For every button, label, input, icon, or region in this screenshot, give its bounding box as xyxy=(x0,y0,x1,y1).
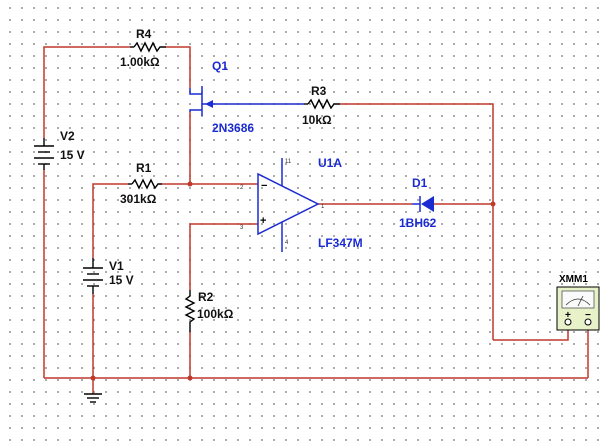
multimeter-xmm1[interactable]: XMM1 + − xyxy=(556,274,600,331)
u1a-ref: U1A xyxy=(318,156,342,170)
d1-ref: D1 xyxy=(412,176,428,190)
xmm1-minus-sign: − xyxy=(585,310,591,321)
q1-ref: Q1 xyxy=(212,59,228,73)
junction-rail-v1 xyxy=(90,375,96,381)
r2-zigzag xyxy=(184,295,196,332)
opamp-pin-1-label: 1 xyxy=(321,204,325,210)
xmm1-display xyxy=(561,290,595,309)
opamp-minus-sign: − xyxy=(261,180,267,192)
r4-zigzag xyxy=(133,41,166,53)
r1-zigzag xyxy=(131,178,162,190)
wires xyxy=(43,46,589,394)
resistor-r2[interactable]: R2 100kΩ xyxy=(184,290,234,332)
r4-value: 1.00kΩ xyxy=(120,55,160,69)
d1-model: 1BH62 xyxy=(399,216,437,230)
v2-value: 15 V xyxy=(60,148,85,162)
q1-source xyxy=(189,109,202,112)
q1-drain xyxy=(189,88,202,95)
opamp-pin-11-label: 11 xyxy=(285,159,292,165)
opamp-body xyxy=(257,172,320,236)
opamp-pin-4-label: 4 xyxy=(285,240,289,246)
v1-ref: V1 xyxy=(109,259,124,273)
opamp-pin-2-label: 2 xyxy=(240,185,244,191)
resistor-r4[interactable]: R4 1.00kΩ xyxy=(120,27,166,69)
r2-value: 100kΩ xyxy=(197,307,234,321)
wire-to-meter-plus[interactable] xyxy=(493,326,569,341)
r1-ref: R1 xyxy=(136,161,152,175)
ground-symbol[interactable] xyxy=(84,393,102,403)
r1-value: 301kΩ xyxy=(120,192,157,206)
q1-gate-arrow xyxy=(205,100,213,108)
xmm1-gauge-arc xyxy=(565,298,591,306)
xmm1-minus-terminal[interactable] xyxy=(584,318,592,326)
r4-ref: R4 xyxy=(136,27,152,41)
junction-diode-node xyxy=(490,201,496,207)
v1-value: 15 V xyxy=(109,273,134,287)
xmm1-needle xyxy=(577,295,584,307)
junction-r1-node xyxy=(187,181,193,187)
xmm1-ref: XMM1 xyxy=(559,274,588,285)
u1a-model: LF347M xyxy=(318,236,363,250)
opamp-plus-sign: + xyxy=(260,215,266,227)
xmm1-plus-terminal[interactable] xyxy=(564,318,572,326)
q1-model: 2N3686 xyxy=(212,121,254,135)
d1-triangle xyxy=(421,196,434,212)
r3-value: 10kΩ xyxy=(302,113,332,127)
resistor-r1[interactable]: R1 301kΩ xyxy=(120,161,162,206)
wire-v1-to-r1[interactable] xyxy=(92,183,128,258)
r3-zigzag xyxy=(307,98,340,110)
v2-ref: V2 xyxy=(60,129,75,143)
diode-d1[interactable]: D1 1BH62 xyxy=(399,176,437,230)
junction-rail-r2 xyxy=(187,375,193,381)
resistor-r3[interactable]: R3 10kΩ xyxy=(302,84,340,127)
xmm1-plus-sign: + xyxy=(565,310,571,321)
wire-noninverting-to-r2[interactable] xyxy=(189,223,258,290)
r2-ref: R2 xyxy=(198,290,214,304)
opamp-u1a[interactable]: − + 11 2 3 4 1 U1A LF347M xyxy=(240,156,363,252)
r3-ref: R3 xyxy=(311,84,327,98)
battery-v2[interactable]: V2 15 V xyxy=(34,129,85,170)
jfet-q1[interactable]: Q1 2N3686 xyxy=(189,59,304,135)
junctions xyxy=(90,181,496,381)
wire-r3-to-node[interactable] xyxy=(340,103,494,204)
wire-r4-to-q1[interactable] xyxy=(166,46,191,88)
wire-left-top[interactable] xyxy=(43,46,130,138)
opamp-pin-3-label: 3 xyxy=(240,225,244,231)
battery-v1[interactable]: V1 15 V xyxy=(83,258,134,294)
